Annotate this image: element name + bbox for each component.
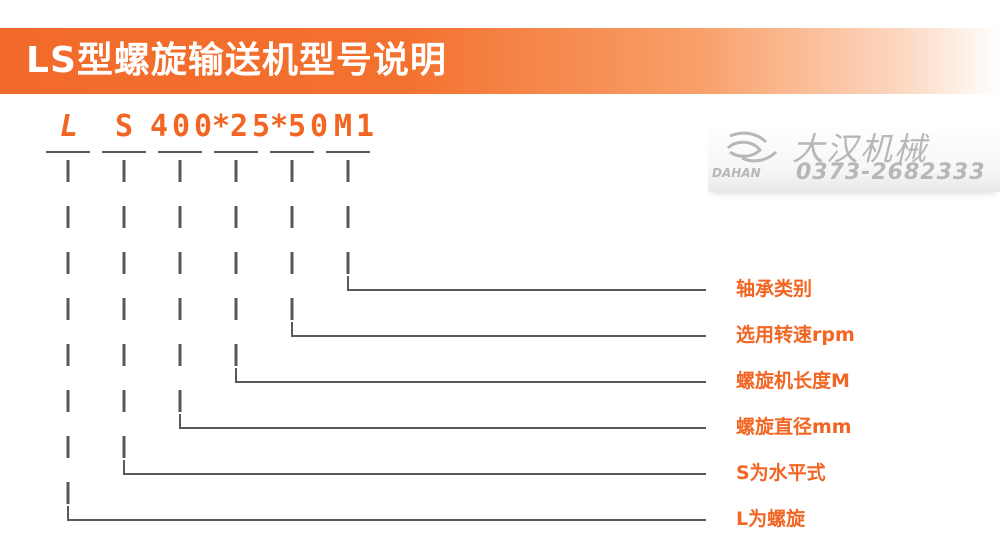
page-title: LS型螺旋输送机型号说明 — [26, 40, 447, 81]
label-diameter: 螺旋直径mm — [736, 416, 852, 438]
code-digit: 2 — [230, 109, 249, 144]
leader-screw — [67, 506, 706, 521]
code-separator: * — [212, 109, 231, 144]
code-separator: * — [270, 109, 289, 144]
dahan-logo-icon — [726, 131, 778, 163]
leader-length — [235, 368, 706, 383]
code-digit: 5 — [288, 109, 307, 144]
code-digit: 1 — [356, 109, 375, 144]
code-digit: 4 — [150, 109, 169, 144]
code-digit: 5 — [252, 109, 271, 144]
code-letter-s: S — [115, 109, 134, 144]
code-letter-l: L — [60, 109, 79, 144]
label-length: 螺旋机长度M — [736, 370, 850, 392]
watermark-phone: 0373-2682333 — [796, 160, 986, 185]
code-letter-m: M — [334, 109, 353, 144]
label-horizontal: S为水平式 — [736, 462, 826, 484]
code-digit: 0 — [172, 109, 191, 144]
leader-speed — [291, 322, 706, 337]
label-speed: 选用转速rpm — [736, 324, 855, 346]
leader-bearing — [347, 276, 706, 291]
leader-diameter — [179, 414, 706, 429]
watermark-company-name: 大汉机械 — [792, 130, 929, 168]
label-screw: L为螺旋 — [736, 508, 806, 530]
watermark-logo: 大汉机械 DAHAN 0373-2682333 — [708, 122, 1000, 192]
leader-horizontal — [123, 460, 706, 475]
code-digit: 0 — [194, 109, 213, 144]
title-banner: LS型螺旋输送机型号说明 — [0, 28, 1000, 94]
watermark-brand: DAHAN — [712, 166, 761, 180]
watermark-background — [708, 122, 1000, 192]
label-bearing-type: 轴承类别 — [736, 278, 813, 300]
code-digit: 0 — [310, 109, 329, 144]
